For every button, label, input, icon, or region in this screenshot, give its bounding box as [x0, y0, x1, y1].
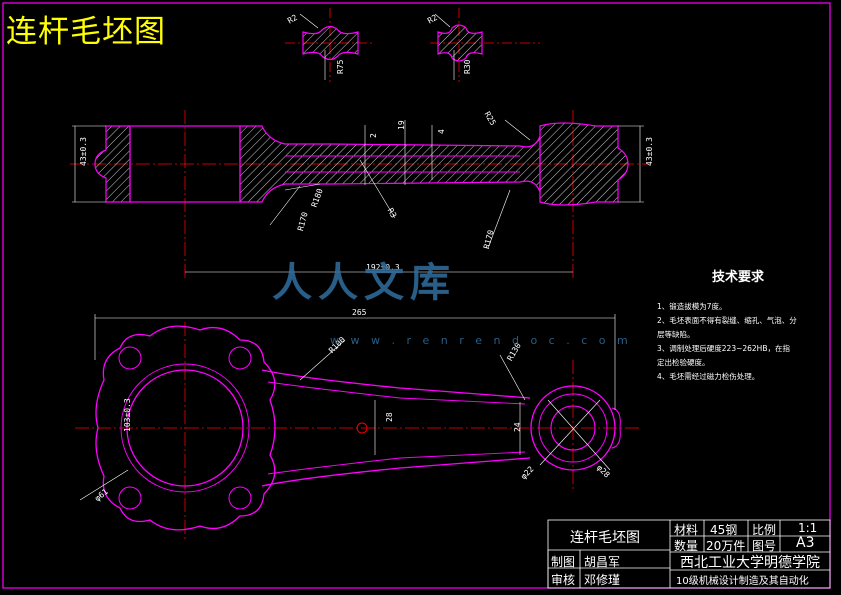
- side-small-end: [539, 122, 629, 206]
- title-block-material-label: 材料: [674, 523, 699, 537]
- front-small-bore: [550, 405, 596, 451]
- tech-requirement-item: 1、锻造拔模为7度。: [657, 302, 727, 311]
- side-view: [70, 110, 650, 280]
- dim-top-right-r: R30: [463, 59, 472, 74]
- tech-requirement-item: 3、调制处理后硬度223~262HB，在指定出检验硬度。: [657, 344, 790, 367]
- dim-top-left-r: R75: [336, 59, 345, 74]
- front-view: [75, 322, 640, 540]
- title-block-checked-label: 审核: [551, 573, 576, 587]
- front-big-end-outer: [95, 325, 276, 531]
- dim-front-big-dia: φ61: [93, 487, 110, 503]
- dim-front-small-dia2: φ28: [595, 463, 612, 480]
- title-block-grid: [547, 519, 831, 589]
- dim-front-length: 265: [352, 308, 367, 317]
- dim-side-r180: R180: [310, 187, 325, 208]
- dim-side-web-19: 19: [397, 120, 406, 130]
- dim-side-right-height: 43±0.3: [645, 137, 654, 166]
- dim-side-web-4: 4: [437, 129, 446, 134]
- dim-side-web-2: 2: [369, 133, 378, 138]
- title-block-quantity-label: 数量: [674, 539, 699, 553]
- title-block-sheet-label: 图号: [752, 539, 777, 553]
- dim-top-left-chamfer: R2: [286, 13, 299, 26]
- dim-side-r3: R3: [386, 207, 399, 220]
- dim-front-bore-height: 103±0.3: [123, 398, 132, 432]
- tech-requirements-list: 1、锻造拔模为7度。 2、毛坯表面不得有裂缝、缩孔、气泡、分层等缺陷。 3、调制…: [657, 300, 797, 384]
- title-block-quantity-value: 20万件: [706, 539, 746, 553]
- title-block-drawn-name: 胡昌军: [584, 555, 621, 569]
- front-small-end-outer: [530, 385, 616, 471]
- title-block-material-value: 45钢: [710, 523, 738, 537]
- dim-side-r170-left: R170: [296, 211, 310, 232]
- title-block-school: 西北工业大学明德学院: [680, 555, 820, 571]
- side-big-end: [94, 125, 131, 203]
- tech-requirements-heading: 技术要求: [712, 270, 765, 285]
- dim-front-width-28: 28: [385, 412, 394, 422]
- tech-requirement-item: 2、毛坯表面不得有裂缝、缩孔、气泡、分层等缺陷。: [657, 316, 797, 339]
- dim-front-small-dia: φ22: [519, 464, 536, 481]
- dim-front-width-24: 24: [513, 422, 522, 432]
- dim-side-length: 192±0.3: [366, 263, 400, 272]
- side-dimension-lines: [72, 119, 644, 273]
- front-shank: [261, 369, 531, 487]
- title-block-drawn-label: 制图: [551, 555, 576, 569]
- section-b: [430, 8, 540, 82]
- watermark-text: 人人文库: [272, 259, 456, 306]
- title-block-drawing-name: 连杆毛坯图: [570, 530, 640, 546]
- dim-side-left-height: 43±0.3: [79, 137, 88, 166]
- title-block-scale-label: 比例: [752, 523, 777, 537]
- dim-top-right-chamfer: R2: [426, 13, 439, 26]
- section-dimension-lines: [299, 13, 455, 80]
- dim-side-r25: R25: [483, 110, 498, 127]
- tech-requirement-item: 4、毛坯需经过磁力检伤处理。: [657, 372, 760, 381]
- front-big-bore: [126, 369, 244, 487]
- drawing-title: 连杆毛坯图: [6, 14, 166, 50]
- title-block-checked-name: 邓修瑾: [584, 573, 621, 587]
- title-block-class: 10级机械设计制造及其自动化: [676, 576, 809, 587]
- dim-side-r170-right: R170: [482, 229, 496, 250]
- front-dimension-lines: [79, 314, 616, 501]
- drawing-border: [2, 2, 831, 589]
- watermark-url: w w w . r e n r e n d o c . c o m: [330, 334, 632, 347]
- section-a: [285, 8, 375, 82]
- title-block-sheet-value: A3: [796, 535, 815, 551]
- title-block-scale-value: 1:1: [798, 521, 818, 535]
